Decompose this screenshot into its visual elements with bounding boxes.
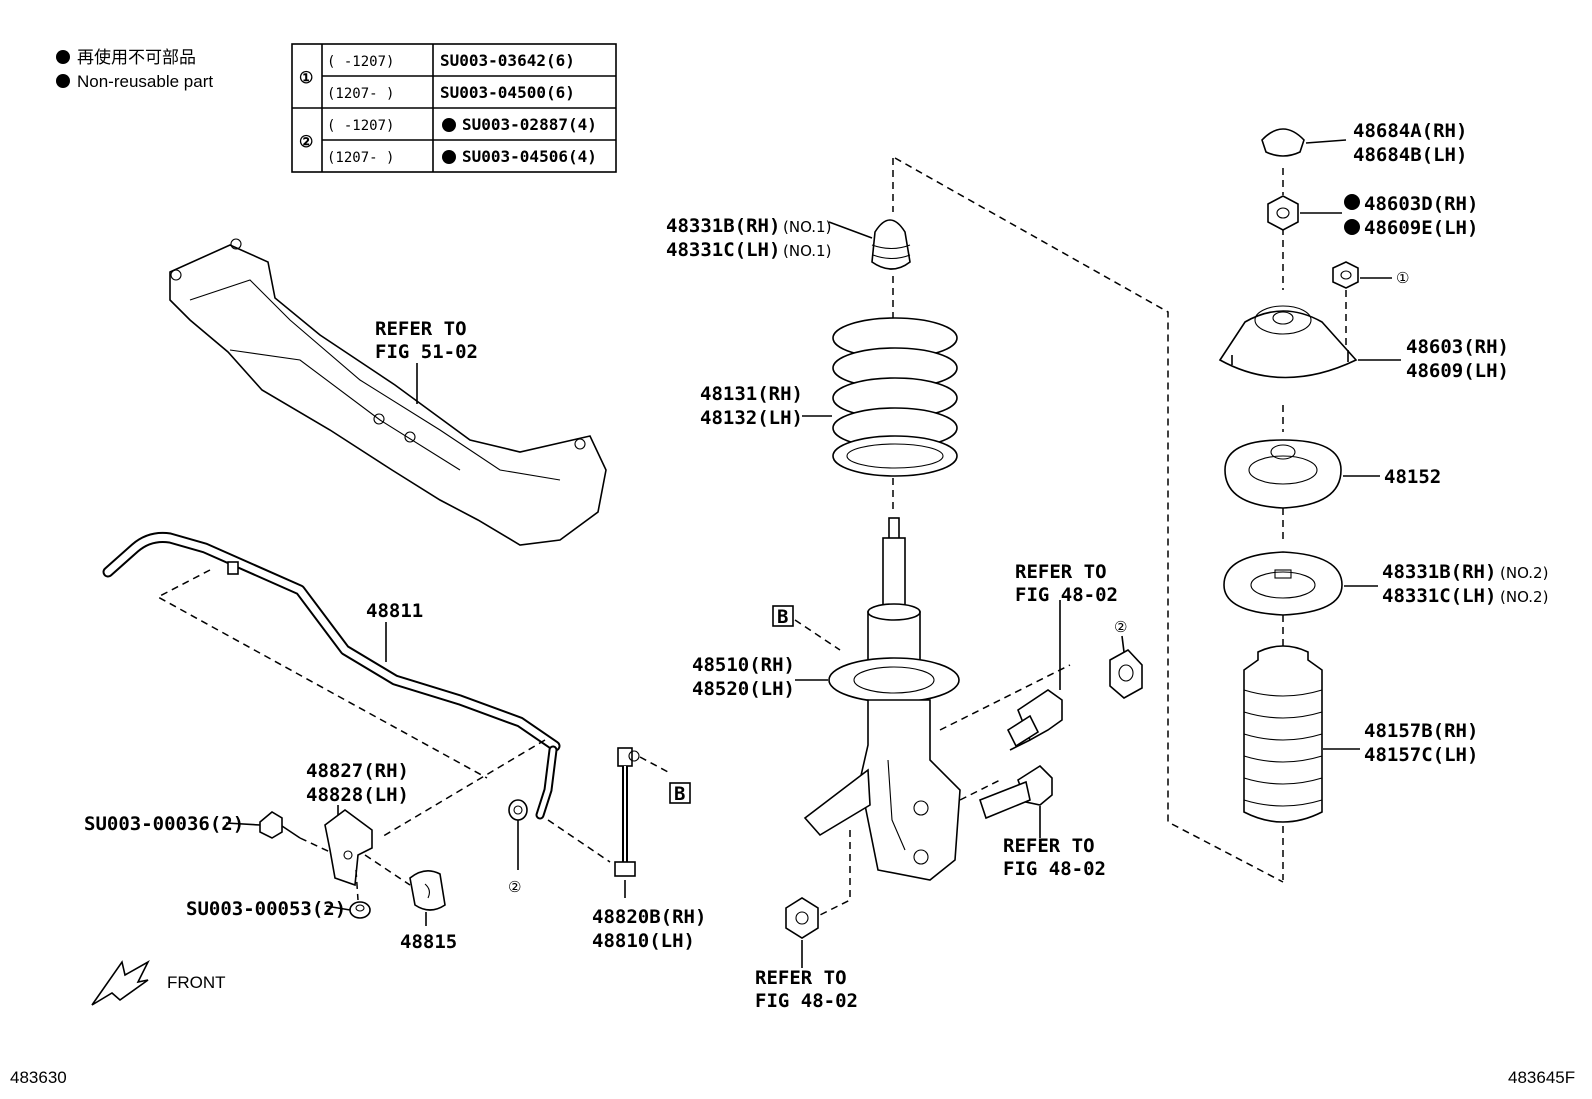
- bolt-icon: [979, 764, 1053, 820]
- table-group-2: ②: [299, 132, 313, 151]
- coil-spring-illustration: [832, 317, 958, 477]
- table-part: SU003-04500(6): [440, 83, 575, 102]
- non-reusable-dot-icon: [1344, 194, 1360, 210]
- footer-left-code: 483630: [10, 1068, 67, 1087]
- bracket-rh-label: 48827(RH): [306, 760, 409, 782]
- link-rh-label: 48820B(RH): [592, 906, 706, 928]
- nut-icon: [508, 799, 528, 821]
- bracket-lh-label: 48828(LH): [306, 784, 409, 806]
- table-part: SU003-03642(6): [440, 51, 575, 70]
- refer-top-label: REFER TO: [1015, 561, 1107, 583]
- refer-mid-label: REFER TO: [1003, 835, 1095, 857]
- insulator-lh-label: 48331C(LH): [1382, 585, 1496, 607]
- bound-stop-rh-no: (NO.1): [783, 218, 831, 236]
- bushing-illustration: [409, 870, 446, 911]
- nut-icon: [1332, 261, 1359, 289]
- flange-nut-icon: [1109, 648, 1143, 699]
- link-lh-label: 48810(LH): [592, 930, 695, 952]
- circle-2-marker: ②: [1114, 618, 1127, 636]
- refer-bot-label: REFER TO: [755, 967, 847, 989]
- crossmember-illustration: [169, 238, 607, 546]
- insulator-rh-label: 48331B(RH): [1382, 561, 1496, 583]
- table-group-1: ①: [299, 68, 313, 87]
- nut-icon: [349, 901, 371, 919]
- absorber-rh-label: 48510(RH): [692, 654, 795, 676]
- spring-lh-label: 48132(LH): [700, 407, 803, 429]
- cap-rh-label: 48684A(RH): [1353, 120, 1467, 142]
- circle-2-marker: ②: [508, 878, 521, 896]
- bound-stop-lh-label: 48331C(LH): [666, 239, 780, 261]
- shock-absorber-illustration: [803, 517, 961, 881]
- boot-lh-label: 48157C(LH): [1364, 744, 1478, 766]
- refer-top-fig: FIG 48-02: [1015, 584, 1118, 606]
- circle-1-marker: ①: [1396, 269, 1409, 287]
- spring-insulator-illustration: [1223, 551, 1343, 616]
- legend-en: Non-reusable part: [77, 72, 213, 91]
- bolt-icon: [1006, 689, 1063, 751]
- bracket-illustration: [324, 809, 373, 887]
- non-reusable-dot-icon: [442, 118, 456, 132]
- insulator-lh-no: (NO.2): [1500, 588, 1548, 606]
- bound-stop-lh-no: (NO.1): [783, 242, 831, 260]
- spring-rh-label: 48131(RH): [700, 383, 803, 405]
- crossmember-refer: REFER TO: [375, 318, 467, 340]
- nut-label: SU003-00053(2): [186, 898, 346, 920]
- table-period: ( -1207): [327, 118, 394, 134]
- bolt-label: SU003-00036(2): [84, 813, 244, 835]
- non-reusable-dot-icon: [56, 74, 70, 88]
- ref-b-box: [669, 782, 691, 804]
- stabilizer-link-illustration: [614, 747, 640, 877]
- table-period: ( -1207): [327, 54, 394, 70]
- non-reusable-dot-icon: [1344, 219, 1360, 235]
- stabilizer-bar-label: 48811: [366, 600, 423, 622]
- ref-b-label: B: [777, 606, 788, 628]
- table-period: (1207- ): [327, 86, 394, 102]
- crossmember-refer-fig: FIG 51-02: [375, 341, 478, 363]
- bound-stop-illustration: [871, 219, 911, 270]
- front-label: FRONT: [167, 973, 226, 992]
- fastener-table: ① ② ( -1207) SU003-03642(6) (1207- ) SU0…: [291, 43, 617, 173]
- non-reusable-dot-icon: [56, 50, 70, 64]
- refer-mid-fig: FIG 48-02: [1003, 858, 1106, 880]
- cap-lh-label: 48684B(LH): [1353, 144, 1467, 166]
- bushing-label: 48815: [400, 931, 457, 953]
- table-period: (1207- ): [327, 150, 394, 166]
- bearing-illustration: [1224, 439, 1342, 509]
- legend: 再使用不可部品 Non-reusable part: [56, 47, 213, 91]
- support-lh-label: 48609(LH): [1406, 360, 1509, 382]
- dust-cap-illustration: [1261, 128, 1305, 157]
- flange-nut-icon: [1267, 195, 1299, 231]
- refer-bot-fig: FIG 48-02: [755, 990, 858, 1012]
- legend-jp: 再使用不可部品: [77, 47, 196, 67]
- flange-nut-icon: [785, 897, 819, 939]
- nut-lh-label: 48609E(LH): [1364, 217, 1478, 239]
- front-arrow-icon: [91, 960, 150, 1006]
- insulator-rh-no: (NO.2): [1500, 564, 1548, 582]
- strut-support-illustration: [1218, 305, 1358, 379]
- boot-rh-label: 48157B(RH): [1364, 720, 1478, 742]
- absorber-lh-label: 48520(LH): [692, 678, 795, 700]
- table-part: SU003-04506(4): [462, 147, 597, 166]
- bellows-boot-illustration: [1243, 645, 1323, 823]
- table-part: SU003-02887(4): [462, 115, 597, 134]
- nut-rh-label: 48603D(RH): [1364, 193, 1478, 215]
- bearing-label: 48152: [1384, 466, 1441, 488]
- non-reusable-dot-icon: [442, 150, 456, 164]
- bolt-icon: [259, 811, 301, 839]
- bound-stop-rh-label: 48331B(RH): [666, 215, 780, 237]
- ref-b-box: [772, 605, 794, 627]
- footer-right-code: 483645F: [1508, 1068, 1575, 1087]
- support-rh-label: 48603(RH): [1406, 336, 1509, 358]
- ref-b-label: B: [674, 783, 685, 805]
- stabilizer-bar-illustration: [102, 532, 561, 820]
